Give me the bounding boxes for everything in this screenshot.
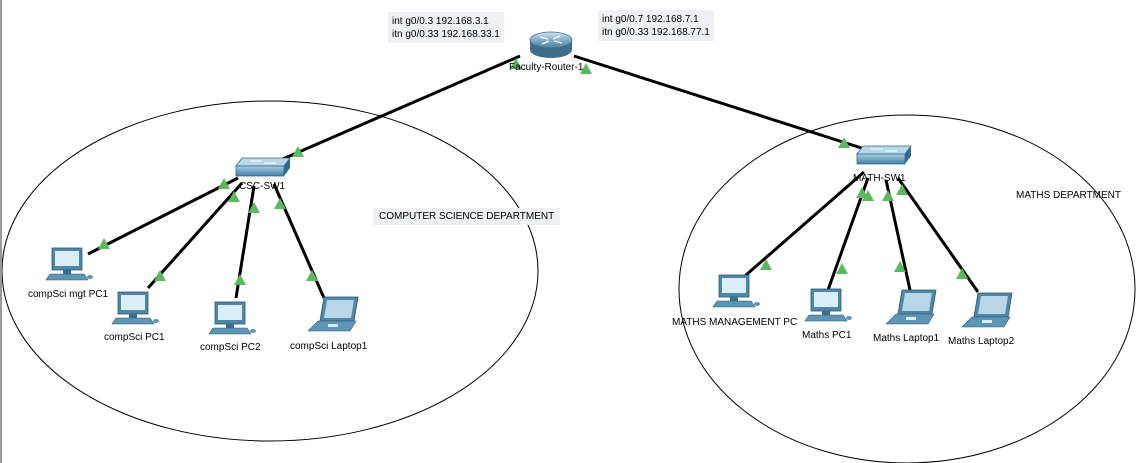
link-up-indicator: [154, 270, 166, 281]
link-up-indicator: [248, 202, 260, 213]
link-up-indicator: [218, 178, 230, 189]
cs-department-label: COMPUTER SCIENCE DEPARTMENT: [373, 208, 561, 225]
note-line: int g0/0.3 192.168.3.1: [392, 16, 489, 27]
link-cs-switch-pc1[interactable]: [146, 181, 244, 290]
device-label-maths-laptop2[interactable]: Maths Laptop2: [948, 336, 1015, 347]
cs-department-boundary: [2, 100, 539, 442]
link-up-indicator: [838, 137, 850, 148]
router-config-note-right: int g0/0.7 192.168.7.1 itn g0/0.33 192.1…: [598, 10, 714, 41]
link-up-indicator: [580, 63, 592, 74]
device-label-compsci-laptop1[interactable]: compSci Laptop1: [290, 341, 368, 352]
math-department-label: MATHS DEPARTMENT: [1016, 190, 1122, 201]
link-up-indicator: [862, 190, 874, 201]
link-up-indicator: [98, 238, 110, 249]
math-switch-label[interactable]: MATH-SW1: [853, 173, 906, 184]
device-label-compsci-pc1[interactable]: compSci PC1: [104, 332, 165, 343]
laptop-icon-maths-laptop2[interactable]: [961, 292, 1013, 328]
link-up-indicator: [228, 191, 240, 202]
links: [87, 54, 980, 299]
link-math-switch-laptop2[interactable]: [896, 177, 980, 293]
link-up-indicator: [856, 187, 868, 198]
link-math-switch-mgmt-pc[interactable]: [737, 170, 865, 284]
link-up-indicator: [894, 261, 906, 272]
router-config-note-left: int g0/0.3 192.168.3.1 itn g0/0.33 192.1…: [388, 12, 504, 43]
link-router-math-switch[interactable]: [573, 54, 875, 154]
link-up-indicator: [956, 268, 968, 279]
link-up-indicator: [306, 270, 318, 281]
pc-icon-maths-management[interactable]: [712, 274, 760, 308]
laptop-icon-maths-laptop1[interactable]: [885, 289, 937, 325]
pc-icon-maths-pc1[interactable]: [804, 288, 852, 322]
link-router-cs-switch[interactable]: [261, 54, 521, 170]
link-up-indicator: [274, 198, 286, 209]
device-label-compsci-mgt-pc1[interactable]: compSci mgt PC1: [28, 289, 109, 300]
device-label-maths-pc1[interactable]: Maths PC1: [802, 330, 852, 341]
cs-switch-label[interactable]: CSC-SW1: [239, 181, 286, 192]
pc-icon-compsci-mgt[interactable]: [45, 247, 93, 281]
device-label-maths-laptop1[interactable]: Maths Laptop1: [873, 333, 940, 344]
pc-icon-compsci-pc2[interactable]: [208, 301, 256, 335]
note-line: int g0/0.7 192.168.7.1: [602, 14, 699, 25]
link-up-indicator: [510, 58, 522, 69]
note-line: itn g0/0.33 192.168.33.1: [392, 29, 500, 40]
link-up-indicator: [896, 184, 908, 195]
link-up-indicator: [836, 263, 848, 274]
math-switch-icon[interactable]: [856, 145, 912, 165]
device-label-compsci-pc2[interactable]: compSci PC2: [200, 342, 261, 353]
math-department-boundary: [678, 114, 1136, 463]
link-up-indicator: [234, 274, 246, 285]
cs-switch-icon[interactable]: [235, 157, 291, 177]
link-up-indicator: [760, 259, 772, 270]
router-label[interactable]: Faculty-Router-1: [509, 62, 584, 73]
link-up-indicator: [882, 190, 894, 201]
laptop-icon-compsci-laptop1[interactable]: [307, 296, 359, 332]
link-cs-switch-mgt-pc[interactable]: [87, 176, 239, 256]
router-icon[interactable]: [529, 31, 573, 58]
pc-icon-compsci-pc1[interactable]: [111, 291, 159, 325]
note-line: itn g0/0.33 192.168.77.1: [602, 27, 710, 38]
link-up-indicator: [292, 146, 304, 157]
link-status-indicators: [98, 58, 968, 285]
device-label-maths-management-pc[interactable]: MATHS MANAGEMENT PC: [672, 317, 798, 328]
